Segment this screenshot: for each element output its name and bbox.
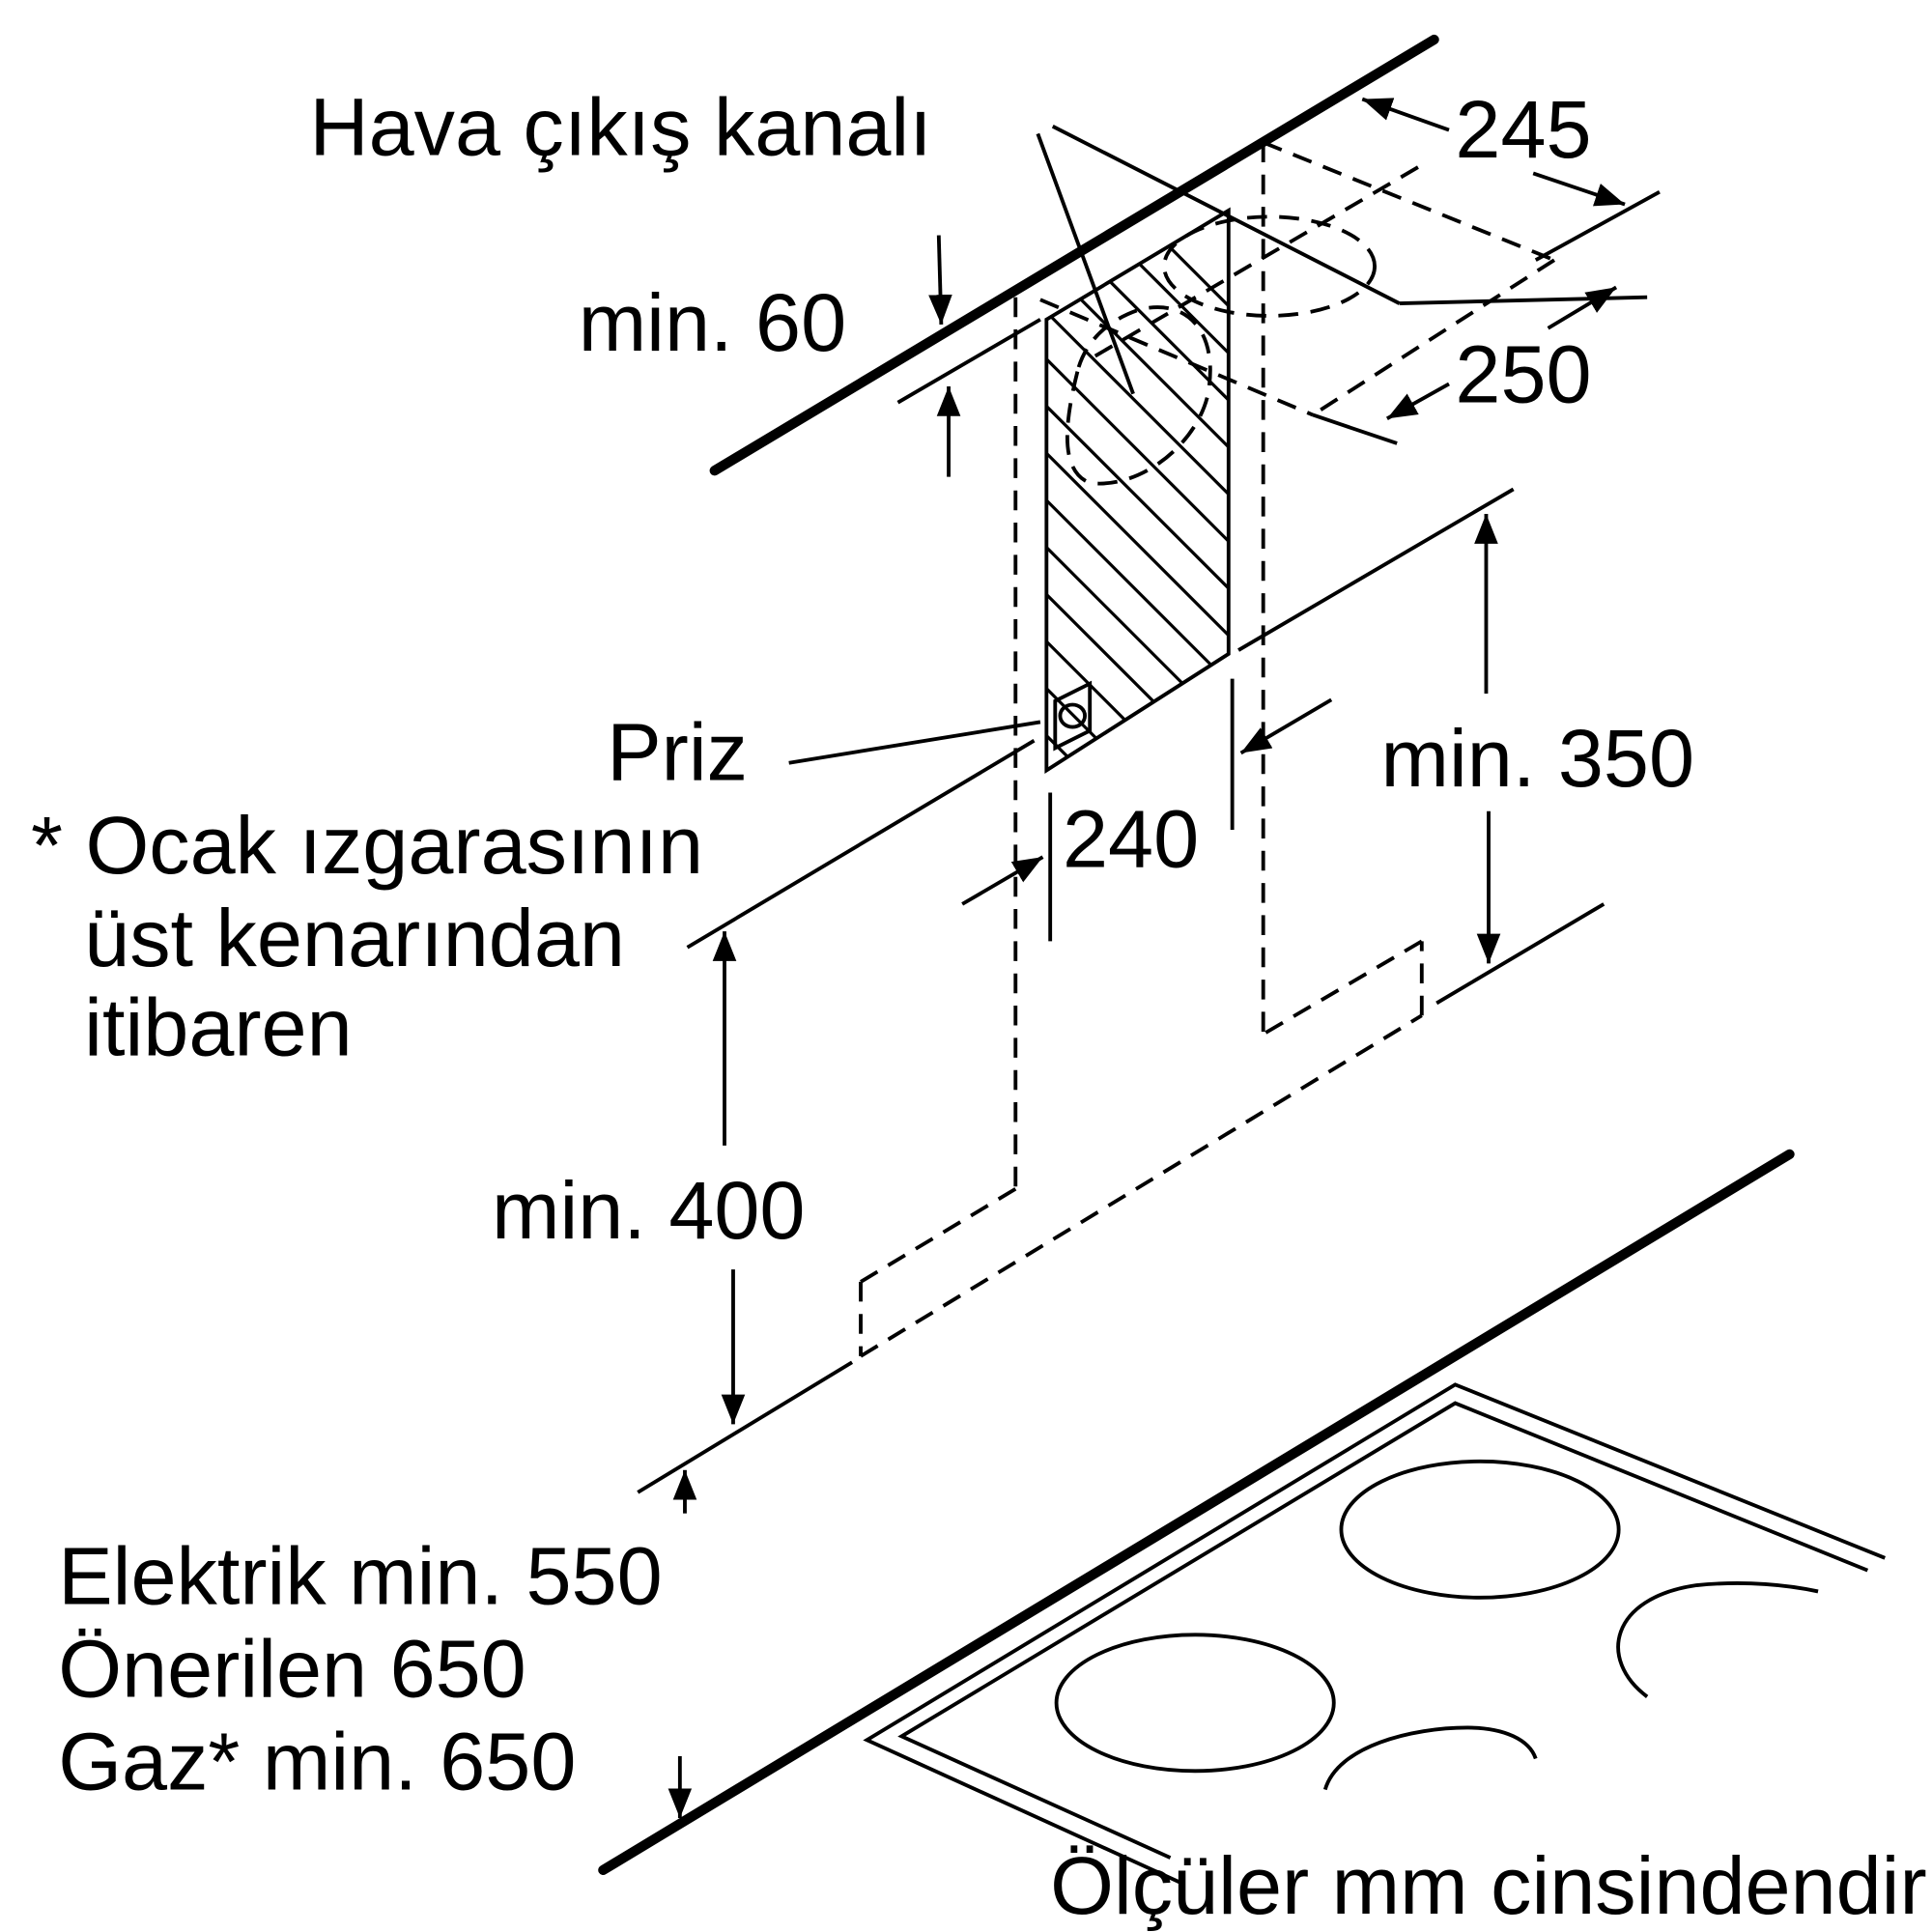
hatch-line <box>1046 210 1229 364</box>
hatch-line <box>1046 405 1229 600</box>
hatch-line <box>1046 877 1238 1069</box>
hatch-line <box>1046 1018 1238 1210</box>
burner <box>1339 1459 1621 1600</box>
hatch-line <box>1046 264 1229 459</box>
dim-min-350: min. 350 <box>1380 712 1694 804</box>
dim-240: 240 <box>1063 792 1199 884</box>
hatch-line <box>1046 498 1229 694</box>
dim-min-400: min. 400 <box>492 1164 806 1256</box>
outlet-line <box>1051 125 1401 305</box>
hatch-line <box>1046 452 1229 647</box>
dim-min-60: min. 60 <box>579 276 846 368</box>
dimension-lines <box>637 97 1661 1819</box>
hatch-line <box>1046 357 1229 553</box>
socket-leader <box>788 720 1041 765</box>
note-line-3: itibaren <box>84 980 353 1072</box>
units-note: Ölçüler mm cinsindendir <box>1050 1839 1927 1931</box>
hatch-line <box>1046 1065 1238 1258</box>
hatch-line <box>1046 310 1229 505</box>
gas-label: Gaz* min. 650 <box>58 1716 576 1807</box>
hatch-line <box>1046 971 1238 1163</box>
wall-section <box>1044 207 1238 1304</box>
hatch-line <box>1046 1112 1238 1304</box>
socket-icon <box>1053 680 1093 752</box>
duct-outline <box>859 140 1556 1358</box>
note-line-2: üst kenarından <box>84 892 625 983</box>
electric-label: Elektrik min. 550 <box>58 1529 662 1621</box>
socket-label: Priz <box>607 706 748 798</box>
recommended-label: Önerilen 650 <box>58 1622 526 1714</box>
air-outlet-label: Hava çıkış kanalı <box>310 80 932 172</box>
air-outlet-leader <box>1036 132 1135 395</box>
burner <box>1054 1633 1336 1774</box>
dim-250: 250 <box>1455 328 1591 420</box>
dim-245: 245 <box>1455 83 1591 175</box>
hatch-line <box>1046 687 1229 771</box>
hob <box>598 1149 1887 1885</box>
hatch-line <box>1046 923 1238 1116</box>
ceiling-line <box>709 34 1439 476</box>
note-line-1: * Ocak ızgarasının <box>31 799 703 891</box>
